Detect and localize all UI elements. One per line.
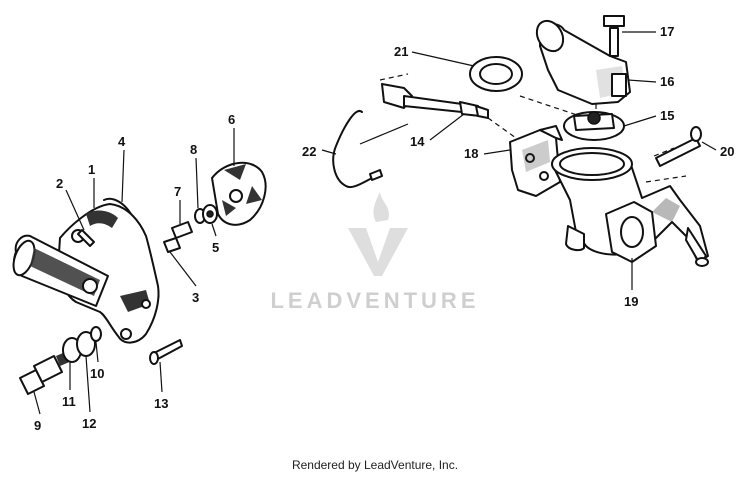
callout-4: 4 [118, 134, 126, 149]
watermark-logo [348, 228, 408, 276]
wire-harness [332, 109, 373, 188]
callout-17: 17 [660, 24, 674, 39]
callout-20: 20 [720, 144, 734, 159]
callout-14: 14 [410, 134, 425, 149]
callout-15: 15 [660, 108, 674, 123]
cover-bolt-top [609, 27, 619, 57]
leader-lines [33, 31, 717, 415]
pump-bolt [77, 229, 95, 247]
callout-7: 7 [174, 184, 181, 199]
callout-labels: 1 2 3 4 5 6 7 8 9 10 11 12 13 14 15 16 1… [34, 24, 734, 433]
callout-12: 12 [82, 416, 96, 431]
callout-6: 6 [228, 112, 235, 127]
callout-8: 8 [190, 142, 197, 157]
callout-19: 19 [624, 294, 638, 309]
callout-2: 2 [56, 176, 63, 191]
callout-1: 1 [88, 162, 95, 177]
watermark: LEADVENTURE [270, 192, 479, 313]
callout-11: 11 [62, 394, 76, 409]
thermostat [563, 111, 625, 141]
callout-13: 13 [154, 396, 168, 411]
watermark-text: LEADVENTURE [270, 288, 479, 313]
callout-3: 3 [192, 290, 199, 305]
housing-bolt [655, 137, 701, 167]
callout-10: 10 [90, 366, 104, 381]
callout-22: 22 [302, 144, 316, 159]
footer-credit: Rendered by LeadVenture, Inc. [291, 458, 459, 472]
callout-5: 5 [212, 240, 219, 255]
callout-18: 18 [464, 146, 478, 161]
callout-16: 16 [660, 74, 674, 89]
callout-9: 9 [34, 418, 41, 433]
spacer [163, 237, 181, 253]
callout-21: 21 [394, 44, 408, 59]
impeller-bolt [171, 221, 193, 239]
